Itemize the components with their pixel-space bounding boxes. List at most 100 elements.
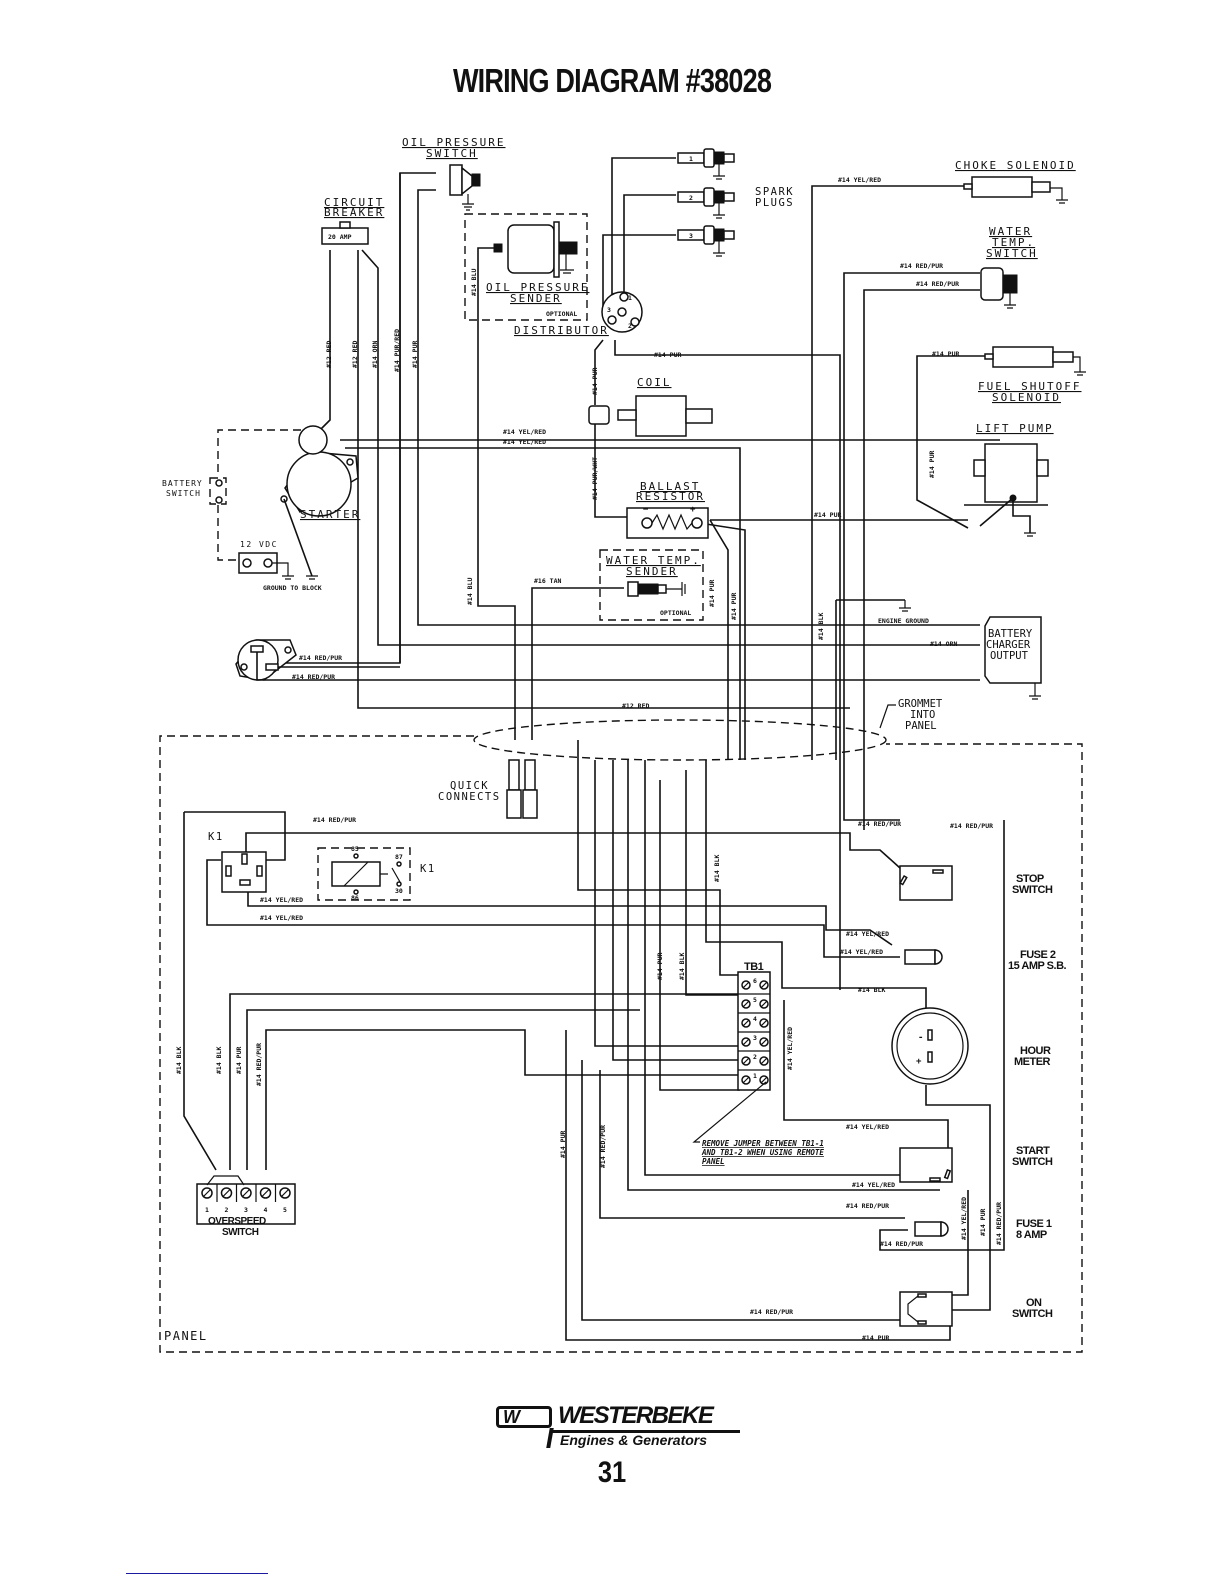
tb1-terminal-4: 4 — [738, 1012, 770, 1028]
stop-switch-label-1: STOP — [1016, 873, 1044, 885]
spark-plug-2: 2 — [677, 187, 735, 219]
footer-link-line[interactable] — [126, 1573, 268, 1574]
overspeed-terminal-number: 5 — [283, 1206, 287, 1214]
ballast-resistor-label-1: BALLAST — [640, 480, 700, 493]
tb1-terminal-number: 6 — [753, 977, 757, 985]
wire-label: #14 PUR — [559, 1131, 567, 1158]
ballast-resistor: − + — [626, 505, 709, 539]
overspeed-label-2: SWITCH — [222, 1227, 259, 1238]
on-switch — [899, 1291, 953, 1327]
wire-label: #14 RED/PUR — [750, 1308, 793, 1316]
tb1-terminal-5: 5 — [738, 993, 770, 1009]
overspeed-terminal-2: 2 — [216, 1184, 233, 1214]
water-temp-switch-label-2: TEMP. — [992, 236, 1035, 249]
quick-connects-label-2: CONNECTS — [438, 791, 501, 803]
battery-charger-label-2: CHARGER — [986, 639, 1031, 651]
stop-switch-label-2: SWITCH — [1012, 884, 1053, 896]
wire-label: #14 RED/PUR — [880, 1240, 923, 1248]
oil-pressure-sender-label-2: SENDER — [510, 292, 562, 305]
choke-solenoid — [963, 176, 1068, 204]
svg-text:REMOVE JUMPER BETWEEN TB1-1: REMOVE JUMPER BETWEEN TB1-1 — [702, 1139, 824, 1148]
oil-pressure-switch-label-2: SWITCH — [426, 147, 478, 160]
overspeed-terminal-number: 4 — [264, 1206, 268, 1214]
wire-label: #14 YEL/RED — [846, 930, 889, 938]
wire-label: #14 PUR — [654, 351, 681, 359]
wire-label: #14 BLK — [215, 1047, 223, 1074]
optional-label: OPTIONAL — [660, 609, 691, 617]
wire-label: #14 RED/PUR — [858, 820, 901, 828]
svg-text:1: 1 — [689, 155, 693, 163]
wire-label: #14 YEL/RED — [852, 1181, 895, 1189]
fuse2-label-1: FUSE 2 — [1020, 949, 1056, 961]
wire-label: #14 RED/PUR — [846, 1202, 889, 1210]
wire-label: #14 PUR — [979, 1209, 987, 1236]
brand-tagline: Engines & Generators — [560, 1432, 708, 1448]
fuse-1 — [914, 1221, 949, 1237]
water-temp-switch-label-3: SWITCH — [986, 247, 1038, 260]
svg-text:87: 87 — [395, 853, 403, 861]
wire-label: #12 RED — [325, 341, 333, 368]
tb1-terminal-number: 4 — [753, 1015, 757, 1023]
wire-label: #14 PUR/RED — [393, 329, 401, 372]
wire-label: #14 YEL/RED — [503, 438, 546, 446]
k1-relay-schematic: 85 87 86 30 — [317, 845, 411, 902]
panel-boundary — [159, 735, 1083, 1353]
svg-text:AND TB1-2 WHEN USING REMOTE: AND TB1-2 WHEN USING REMOTE — [701, 1148, 824, 1157]
page-number: 31 — [597, 1456, 627, 1489]
wire-label: #14 YEL/RED — [838, 176, 881, 184]
wire-label: #14 RED/PUR — [292, 673, 335, 681]
wire-label: #16 TAN — [534, 577, 561, 585]
svg-text:1: 1 — [628, 294, 632, 302]
wire-label: #14 PUR — [591, 368, 599, 395]
start-switch-label-2: SWITCH — [1012, 1156, 1053, 1168]
wire-label: #14 RED/PUR — [916, 280, 959, 288]
fuse-2 — [904, 949, 943, 965]
overspeed-terminal-number: 3 — [244, 1206, 248, 1214]
wire-label: #14 PUR — [928, 451, 936, 478]
on-switch-label-2: SWITCH — [1012, 1308, 1053, 1320]
wire-label: #14 YEL/RED — [846, 1123, 889, 1131]
start-switch-label-1: START — [1016, 1145, 1050, 1157]
wire-label: #14 RED/PUR — [299, 654, 342, 662]
wire-label: #14 PUR — [411, 341, 419, 368]
overspeed-terminal-4: 4 — [255, 1184, 272, 1214]
grommet-label-3: PANEL — [905, 720, 937, 732]
wire-label: #14 PUR/WHT — [591, 457, 599, 500]
svg-text:86: 86 — [351, 894, 359, 902]
wire-label: #12 RED — [622, 702, 649, 710]
westerbeke-logo: W WESTERBEKE Engines & Generators — [496, 1402, 740, 1456]
water-temp-sender-label-1: WATER TEMP. — [606, 554, 701, 567]
engine-ground-label: ENGINE GROUND — [878, 617, 929, 625]
circuit-breaker-label-1: CIRCUIT — [324, 196, 384, 209]
wire-label: #14 BLU — [466, 578, 474, 605]
coil-label: COIL — [637, 376, 672, 389]
fuse2-label-2: 15 AMP S.B. — [1008, 960, 1067, 972]
svg-text:PANEL: PANEL — [702, 1157, 725, 1166]
starter — [280, 425, 359, 577]
spark-plugs-label-2: PLUGS — [755, 197, 794, 209]
fuel-shutoff-solenoid — [984, 346, 1086, 376]
grommet — [473, 719, 887, 761]
battery-label: 12 VDC — [240, 540, 278, 549]
wire-label: #14 BLK — [678, 953, 686, 980]
overspeed-terminal-3: 3 — [235, 1184, 252, 1214]
water-temp-switch-label-1: WATER — [989, 225, 1032, 238]
wire-label: #14 PUR — [862, 1334, 889, 1342]
battery-charger-output — [984, 616, 1042, 700]
grommet-label-2: INTO — [910, 709, 935, 721]
wire-label: #14 PUR — [656, 953, 664, 980]
lift-pump-label: LIFT PUMP — [976, 422, 1054, 435]
circuit-breaker-rating: 20 AMP — [328, 233, 352, 241]
hour-meter-label-2: METER — [1014, 1056, 1051, 1068]
tb1-terminal-2: 2 — [738, 1050, 770, 1066]
engine-ground-symbol — [899, 600, 911, 612]
wire-label: #14 RED/PUR — [900, 262, 943, 270]
battery-switch-label-1: BATTERY — [162, 479, 203, 488]
wire-label: #14 RED/PUR — [995, 1202, 1003, 1245]
oil-pressure-sender-label-1: OIL PRESSURE — [486, 281, 589, 294]
wire-label: #14 BLK — [817, 613, 825, 640]
quick-connects-label-1: QUICK — [450, 780, 489, 792]
svg-text:+: + — [690, 505, 696, 515]
svg-text:30: 30 — [395, 887, 403, 895]
wire-label: #14 PUR — [235, 1047, 243, 1074]
